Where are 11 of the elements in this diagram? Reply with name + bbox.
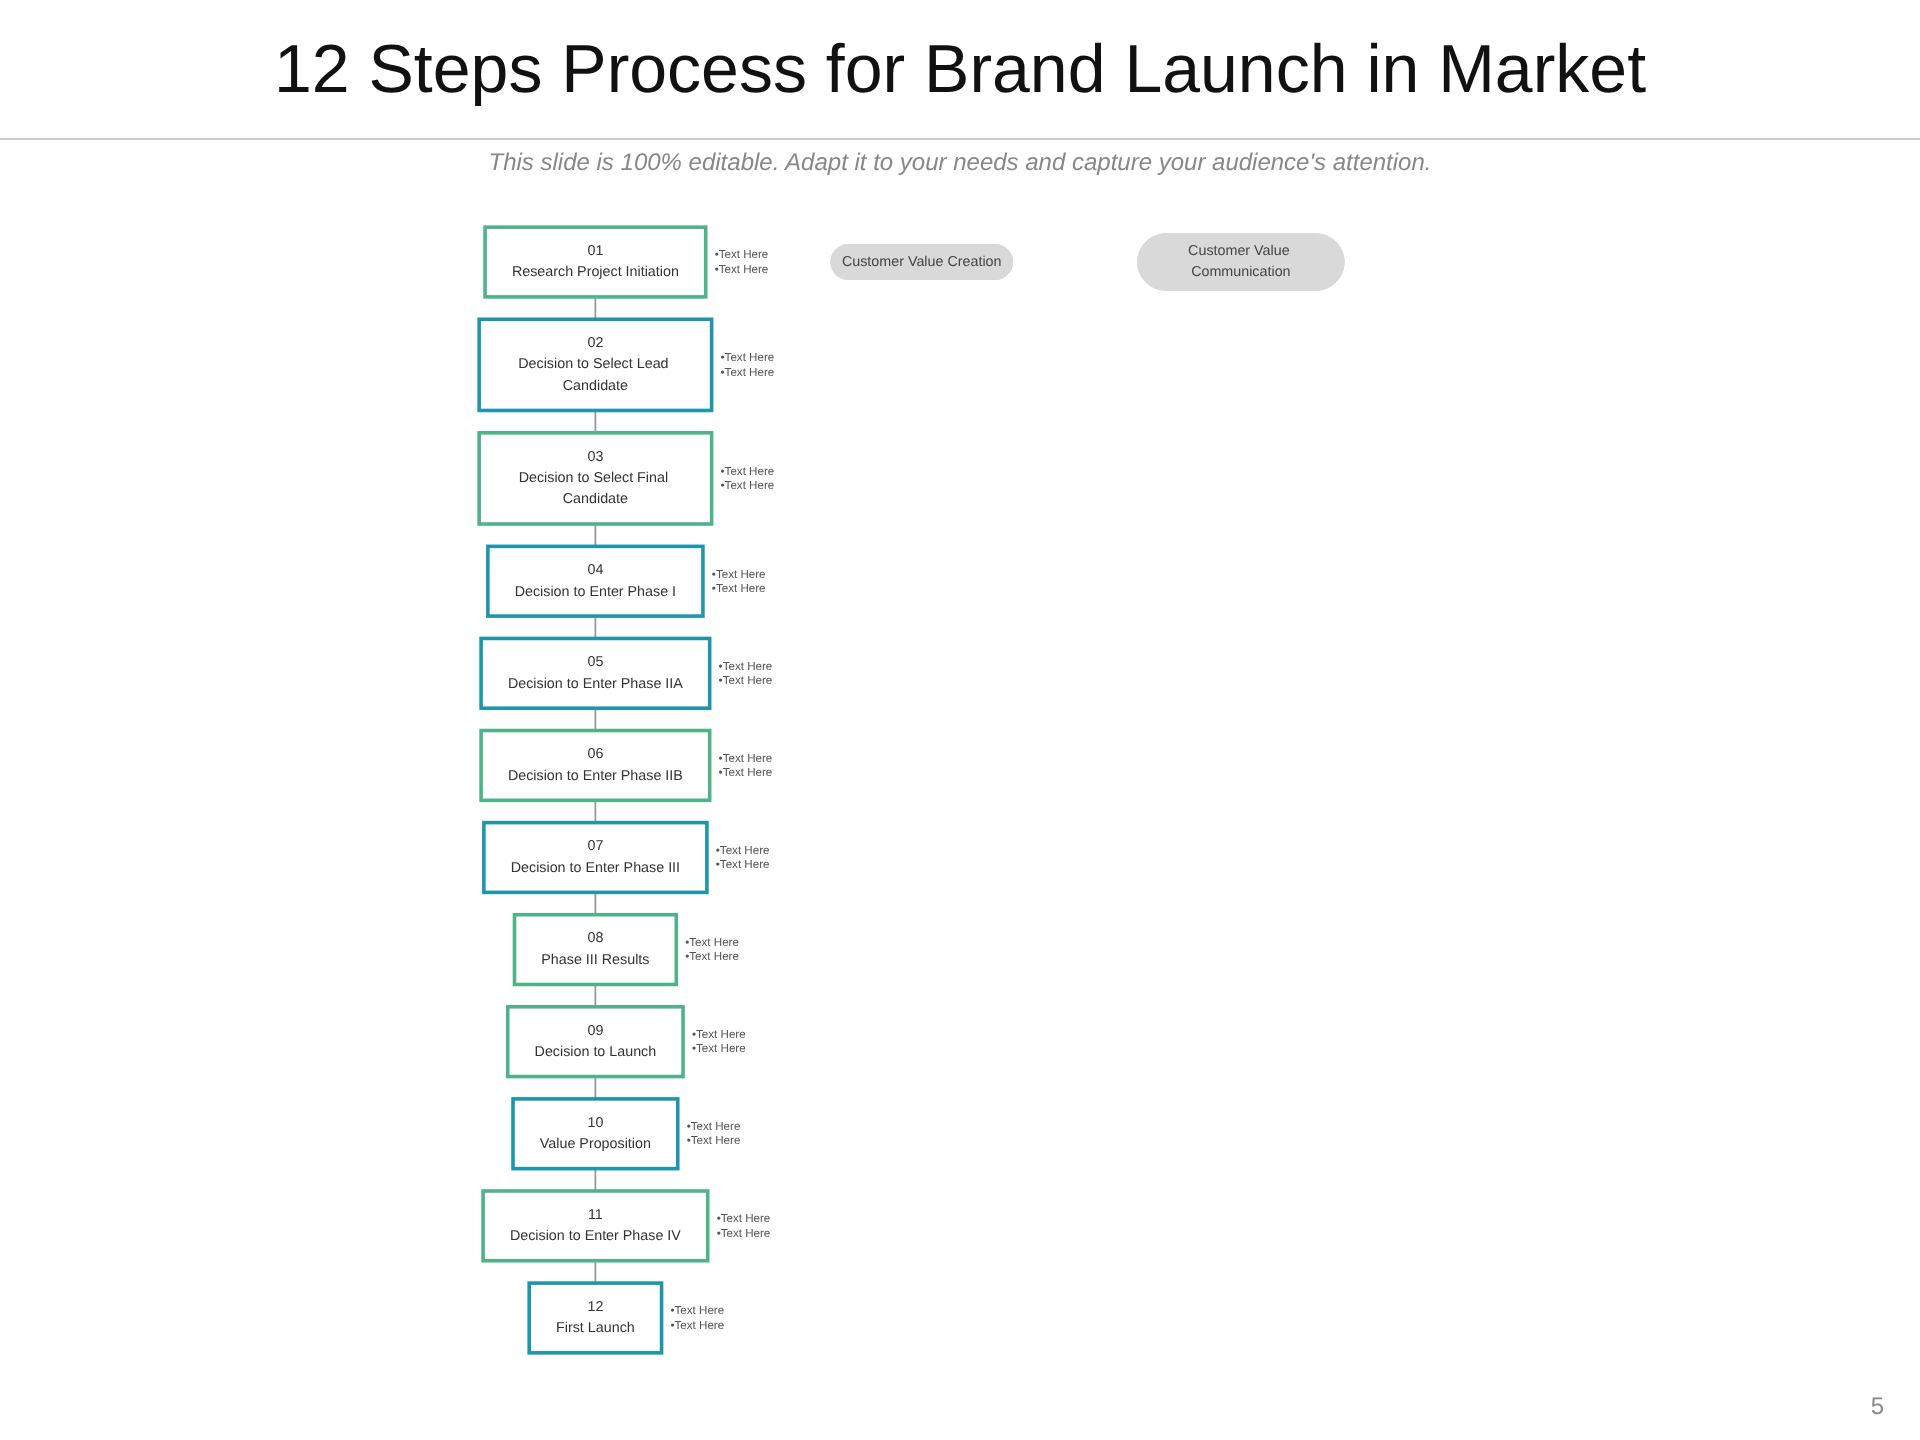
connector	[593, 707, 596, 732]
page-number: 5	[1870, 1392, 1884, 1420]
connector	[593, 891, 596, 916]
connector	[593, 983, 596, 1008]
connector	[593, 615, 596, 640]
connector	[593, 799, 596, 824]
connector	[593, 409, 596, 434]
connector	[593, 1075, 596, 1100]
subtitle: This slide is 100% editable. Adapt it to your needs and capture your audience's attention.	[486, 148, 1434, 176]
slide-title: 12 Steps Process for Brand Launch in Market	[271, 30, 1649, 110]
connector	[593, 523, 596, 548]
